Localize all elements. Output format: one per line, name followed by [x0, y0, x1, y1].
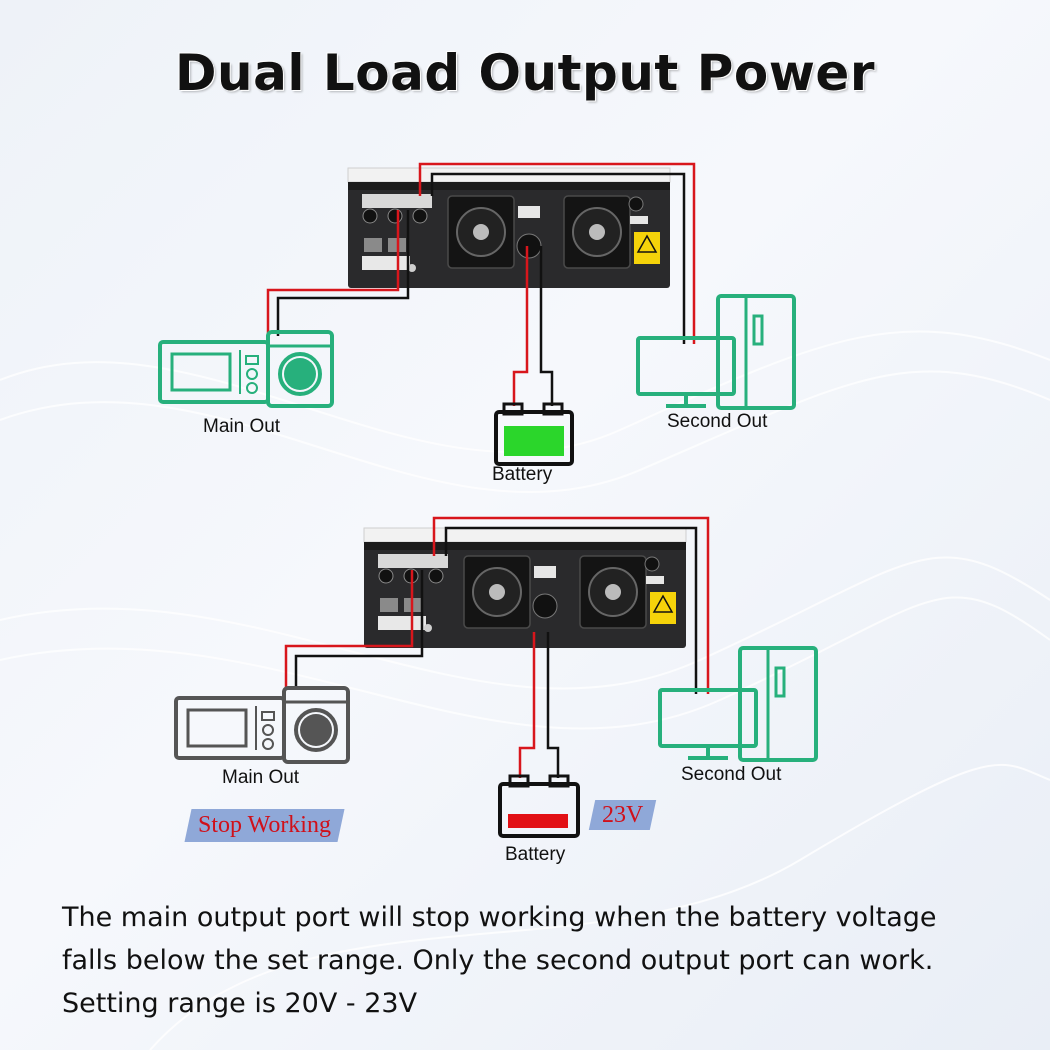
- second-out-label-2: Second Out: [681, 764, 782, 785]
- main-out-label-1: Main Out: [203, 416, 281, 437]
- washer-drum-active: [284, 358, 316, 390]
- main-out-wires-2: [284, 570, 424, 690]
- description-line-1: The main output port will stop working w…: [62, 902, 937, 933]
- panel-normal: [158, 162, 796, 466]
- panel-low-battery: [174, 516, 818, 838]
- voltage-text: 23V: [602, 802, 644, 828]
- main-out-label-2: Main Out: [222, 767, 300, 788]
- battery-wires-2: [518, 632, 560, 778]
- page-title: Dual Load Output Power: [175, 44, 875, 102]
- battery-label-2: Battery: [505, 844, 566, 865]
- battery-label-1: Battery: [492, 464, 553, 485]
- battery-wires: [512, 246, 554, 406]
- washer-drum-inactive: [300, 714, 332, 746]
- second-out-label-1: Second Out: [667, 411, 768, 432]
- second-out-appliances: [636, 294, 796, 410]
- description: The main output port will stop working w…: [62, 896, 1022, 1025]
- battery-full-icon: [494, 402, 574, 466]
- stop-working-text: Stop Working: [198, 812, 331, 838]
- description-line-3: Setting range is 20V - 23V: [62, 988, 418, 1019]
- voltage-tag: 23V: [588, 800, 657, 830]
- second-out-appliances-2: [658, 646, 818, 762]
- inverter-unit-1: [347, 167, 671, 289]
- second-out-wires: [418, 162, 696, 344]
- battery-low-icon: [498, 774, 580, 838]
- stop-working-tag: Stop Working: [184, 809, 345, 842]
- second-out-wires-2: [432, 516, 710, 694]
- description-line-2: falls below the set range. Only the seco…: [62, 945, 934, 976]
- main-out-wires: [266, 210, 410, 336]
